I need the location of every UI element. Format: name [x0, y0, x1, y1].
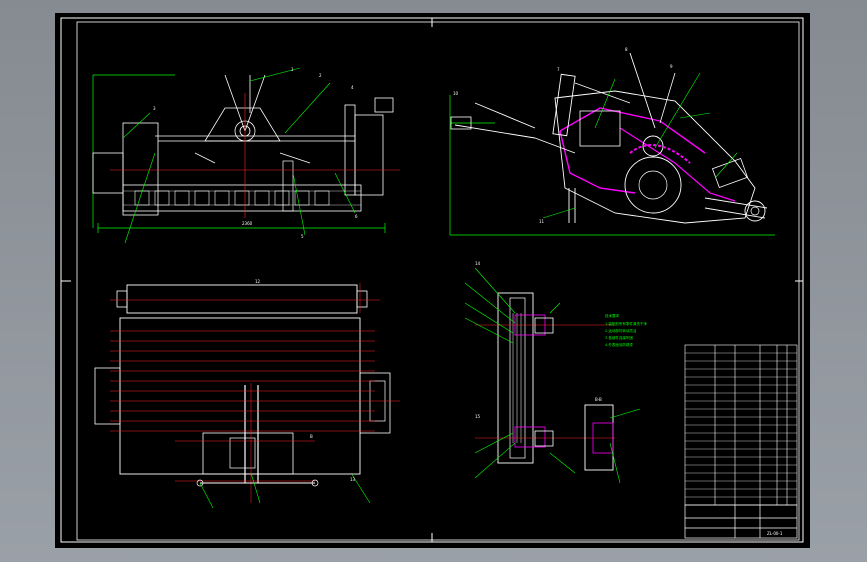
assembly-drawing: 2360 [60, 17, 804, 543]
svg-text:技术要求: 技术要求 [605, 313, 619, 318]
svg-text:2: 2 [319, 73, 322, 78]
svg-text:13: 13 [350, 477, 356, 482]
svg-text:15: 15 [475, 414, 481, 419]
svg-text:1.装配前所有零件清洗干净: 1.装配前所有零件清洗干净 [605, 321, 647, 326]
rotor-circle [624, 156, 682, 214]
drive-section: B-B 14 15 技术要求 1.装配前所有零件清洗干净 2.运动部件转动灵活 3… [464, 261, 647, 484]
svg-text:2360: 2360 [242, 221, 253, 226]
svg-text:6: 6 [355, 214, 358, 219]
drawing-number: ZL-00-1 [767, 531, 783, 536]
parts-rows [685, 352, 797, 498]
svg-text:12: 12 [255, 279, 261, 284]
svg-text:3.各部件连接牢固: 3.各部件连接牢固 [605, 335, 633, 340]
svg-text:5: 5 [301, 234, 304, 239]
svg-text:10: 10 [453, 91, 459, 96]
svg-text:2.运动部件转动灵活: 2.运动部件转动灵活 [605, 328, 637, 333]
svg-text:7: 7 [557, 67, 560, 72]
section-label: B-B [595, 397, 602, 402]
svg-text:8: 8 [625, 47, 628, 52]
svg-text:1: 1 [291, 67, 294, 72]
outer-frame [60, 17, 804, 543]
svg-text:B: B [310, 434, 313, 439]
drawing-sheet[interactable]: 2360 [55, 13, 810, 548]
title-block[interactable] [684, 504, 798, 539]
svg-text:4.外表面涂防锈漆: 4.外表面涂防锈漆 [605, 342, 633, 347]
front-view: 2360 [92, 67, 400, 244]
side-view: 7 8 9 10 11 [449, 47, 775, 236]
svg-text:14: 14 [475, 261, 481, 266]
svg-text:4: 4 [351, 85, 354, 90]
svg-text:3: 3 [153, 106, 156, 111]
inner-frame [76, 21, 800, 541]
svg-text:9: 9 [670, 64, 673, 69]
top-view: 12 13 B [94, 279, 400, 509]
svg-text:11: 11 [539, 219, 545, 224]
